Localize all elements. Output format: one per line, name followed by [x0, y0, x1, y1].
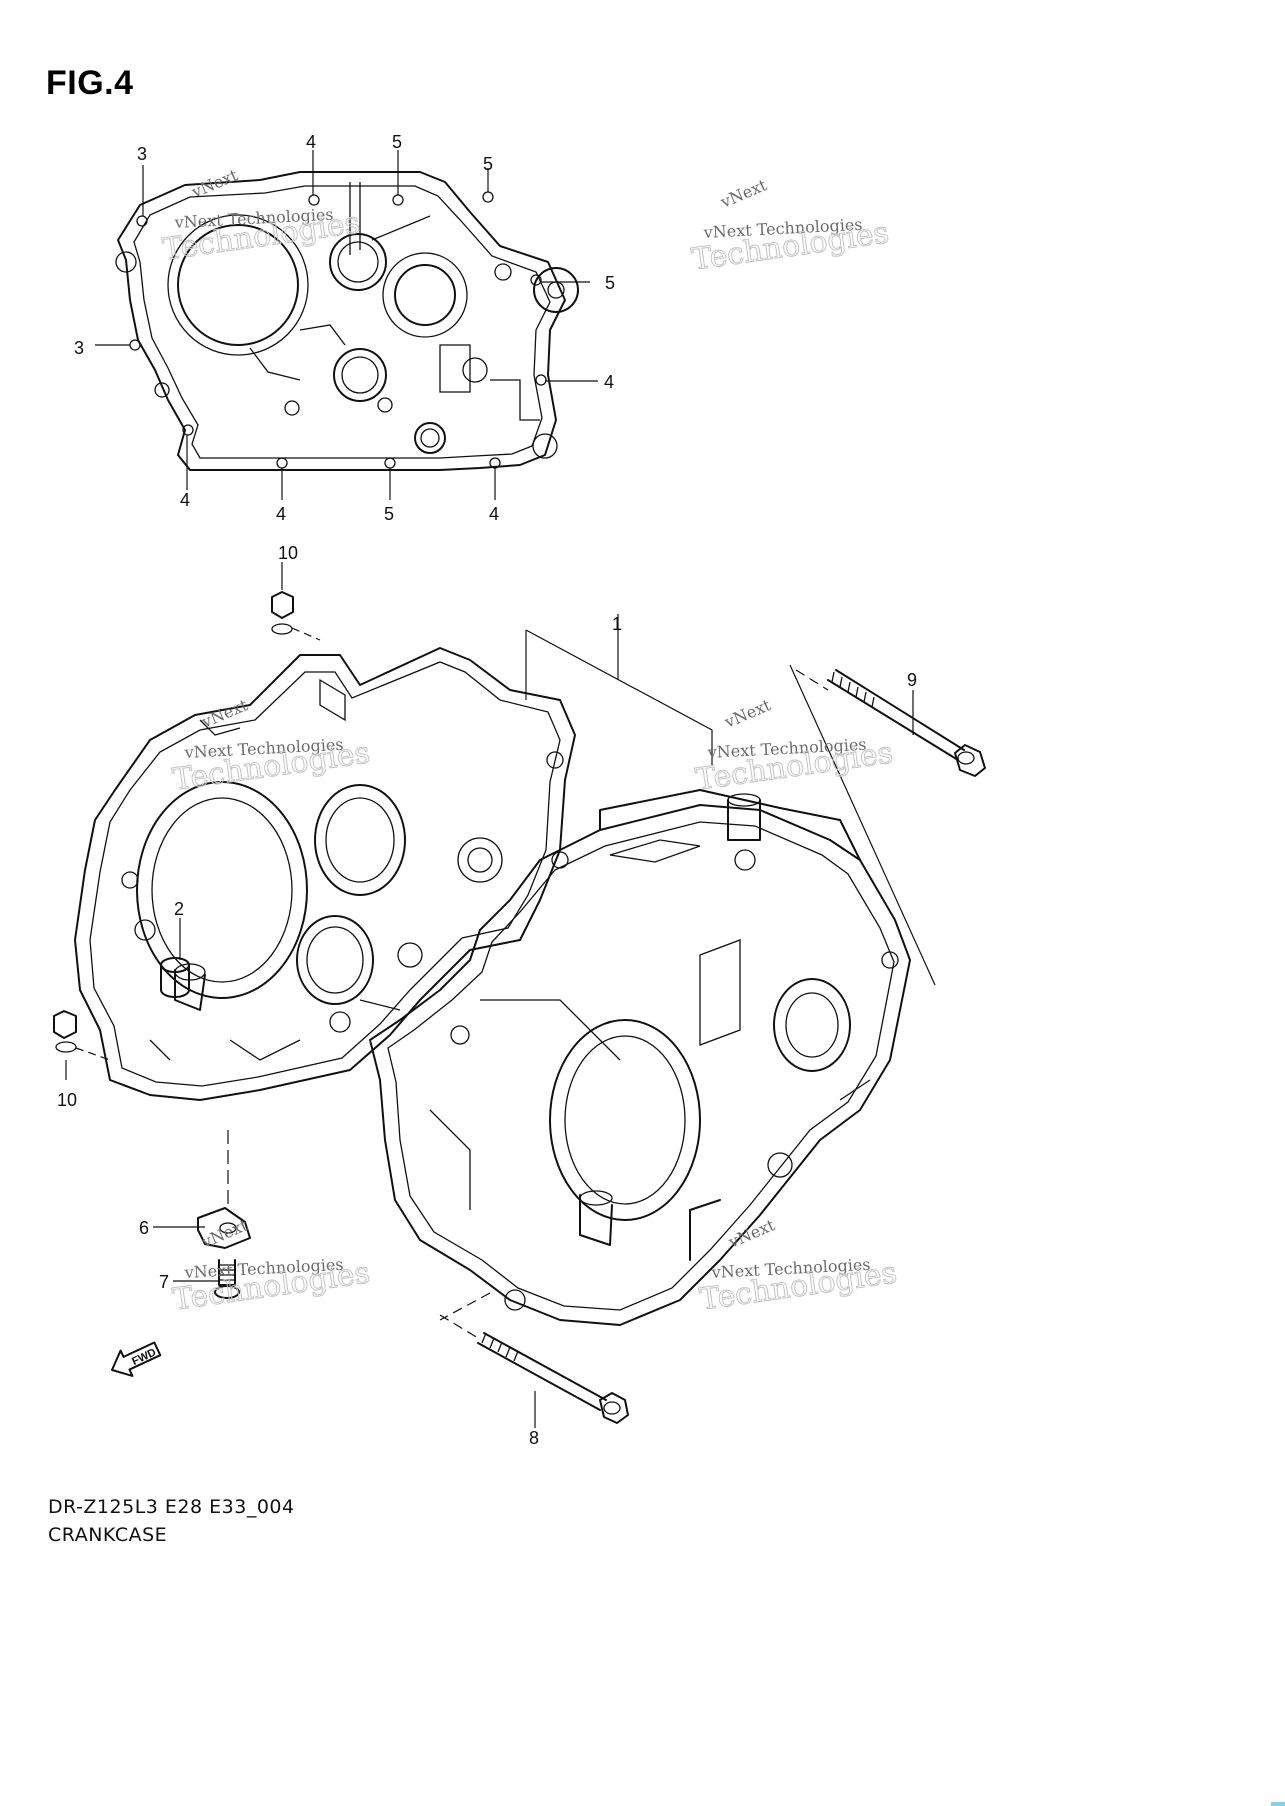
callout-9: 9 — [907, 670, 917, 690]
svg-text:vNext: vNext — [721, 695, 774, 732]
exploded-leaders — [65, 562, 914, 1428]
crankcase-left-half — [74, 647, 576, 1101]
svg-text:vNext: vNext — [198, 1215, 251, 1252]
callout-4-e: 4 — [489, 504, 499, 524]
figure-title: FIG.4 — [46, 64, 134, 102]
callout-2: 2 — [174, 899, 184, 919]
watermark-6: vNext Technologies Technologies vNext — [697, 1215, 899, 1318]
exploded-callouts: 10 1 9 2 10 6 7 8 — [57, 543, 917, 1448]
diagram-name: CRANKCASE — [48, 1524, 168, 1546]
bolt-8 — [439, 1292, 629, 1424]
svg-text:vNext: vNext — [188, 165, 241, 202]
top-view-leaders — [95, 150, 598, 500]
bolt-holes — [129, 191, 547, 469]
watermark-4: vNext Technologies Technologies vNext — [693, 695, 895, 798]
dowel-pin-2 — [160, 957, 190, 998]
corner-marker — [1271, 1802, 1285, 1806]
callout-4-c: 4 — [180, 490, 190, 510]
diagram-code: DR-Z125L3 E28 E33_004 — [48, 1496, 295, 1518]
crankcase-right-half — [369, 789, 911, 1326]
watermarks: vNext Technologies Technologies vNext vN… — [160, 165, 899, 1318]
part-1-bracket — [525, 614, 936, 986]
watermark-2: vNext Technologies Technologies vNext — [689, 175, 891, 278]
svg-text:vNext: vNext — [198, 695, 251, 732]
fwd-arrow-icon: FWD — [111, 1341, 162, 1377]
svg-text:vNext: vNext — [725, 1215, 778, 1252]
callout-5-c: 5 — [605, 273, 615, 293]
callout-4-b: 4 — [604, 372, 614, 392]
callout-5-a: 5 — [392, 132, 402, 152]
nut-10-left — [53, 1010, 111, 1061]
callout-5-b: 5 — [483, 154, 493, 174]
callout-4-d: 4 — [276, 504, 286, 524]
callout-5-d: 5 — [384, 504, 394, 524]
callout-3-a: 3 — [137, 144, 147, 164]
callout-8: 8 — [529, 1428, 539, 1448]
callout-7: 7 — [159, 1272, 169, 1292]
bolt-9 — [795, 669, 986, 777]
top-view-callouts: 3 4 5 5 5 3 4 4 4 5 4 — [74, 132, 615, 524]
crankcase-top-view — [115, 171, 579, 471]
callout-10-a: 10 — [278, 543, 298, 563]
nut-10-top — [271, 591, 321, 641]
callout-10-b: 10 — [57, 1090, 77, 1110]
callout-1: 1 — [612, 614, 622, 634]
fwd-label: FWD — [130, 1346, 158, 1367]
svg-text:vNext: vNext — [717, 175, 770, 212]
callout-4-a: 4 — [306, 132, 316, 152]
callout-3-b: 3 — [74, 338, 84, 358]
callout-6: 6 — [139, 1218, 149, 1238]
clamp-6 — [197, 1130, 251, 1249]
screw-7 — [214, 1259, 240, 1299]
